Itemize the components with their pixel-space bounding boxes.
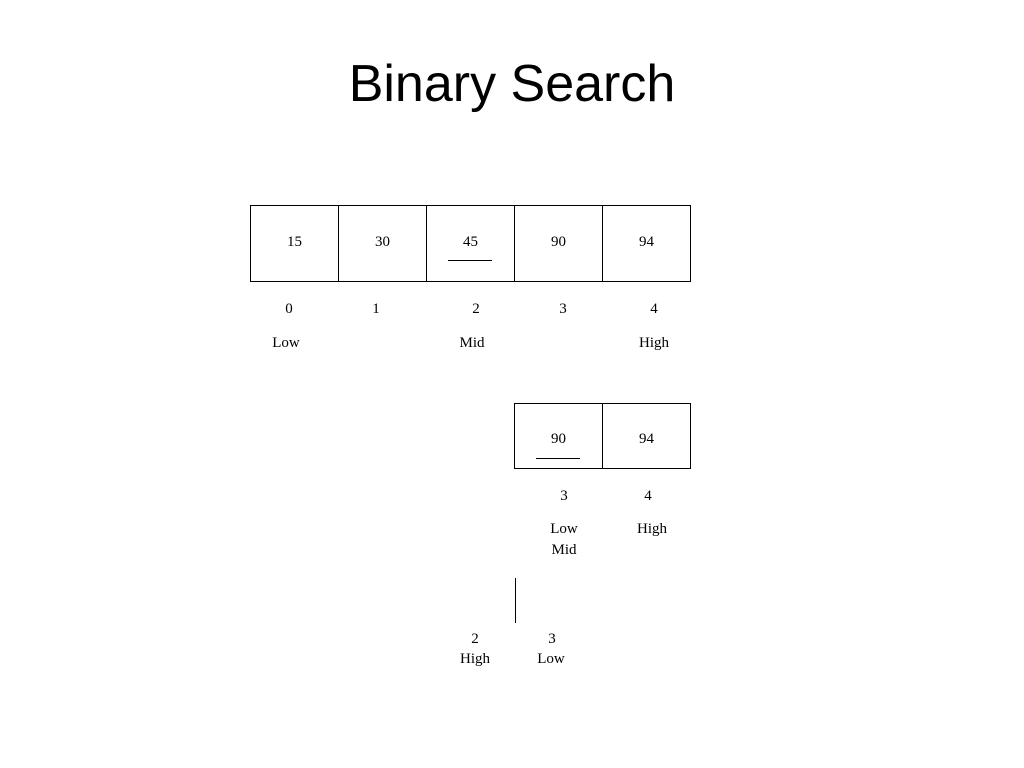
pointer-low: Low: [272, 335, 300, 351]
cell-value: 94: [639, 431, 654, 447]
cell-value: 90: [551, 431, 566, 447]
index-label: 3: [548, 631, 556, 647]
array-cell: 30: [338, 205, 427, 282]
pointer-mid: Mid: [459, 335, 485, 351]
array-cell-mid: 90: [514, 403, 603, 469]
array-cell: 94: [602, 403, 691, 469]
cell-value: 30: [375, 234, 390, 250]
slide-title: Binary Search: [348, 55, 676, 113]
index-label: 0: [285, 301, 293, 317]
pointer-low: Low: [550, 521, 578, 537]
index-label: 3: [559, 301, 567, 317]
mid-underline: [448, 260, 492, 261]
cell-value: 90: [551, 234, 566, 250]
pointer-mid: Mid: [551, 542, 577, 558]
mid-underline: [536, 458, 580, 459]
cell-value: 94: [639, 234, 654, 250]
pointer-high: High: [639, 335, 669, 351]
array-cell-mid: 45: [426, 205, 515, 282]
pointer-high: High: [637, 521, 667, 537]
array-cell: 15: [250, 205, 339, 282]
array-cell: 90: [514, 205, 603, 282]
index-label: 4: [644, 488, 652, 504]
pointer-high: High: [460, 651, 490, 667]
index-label: 2: [471, 631, 479, 647]
divider-line: [515, 578, 516, 623]
cell-value: 15: [287, 234, 302, 250]
pointer-low: Low: [537, 651, 565, 667]
cell-value: 45: [463, 234, 478, 250]
index-label: 2: [472, 301, 480, 317]
array-cell: 94: [602, 205, 691, 282]
index-label: 4: [650, 301, 658, 317]
index-label: 3: [560, 488, 568, 504]
index-label: 1: [372, 301, 380, 317]
